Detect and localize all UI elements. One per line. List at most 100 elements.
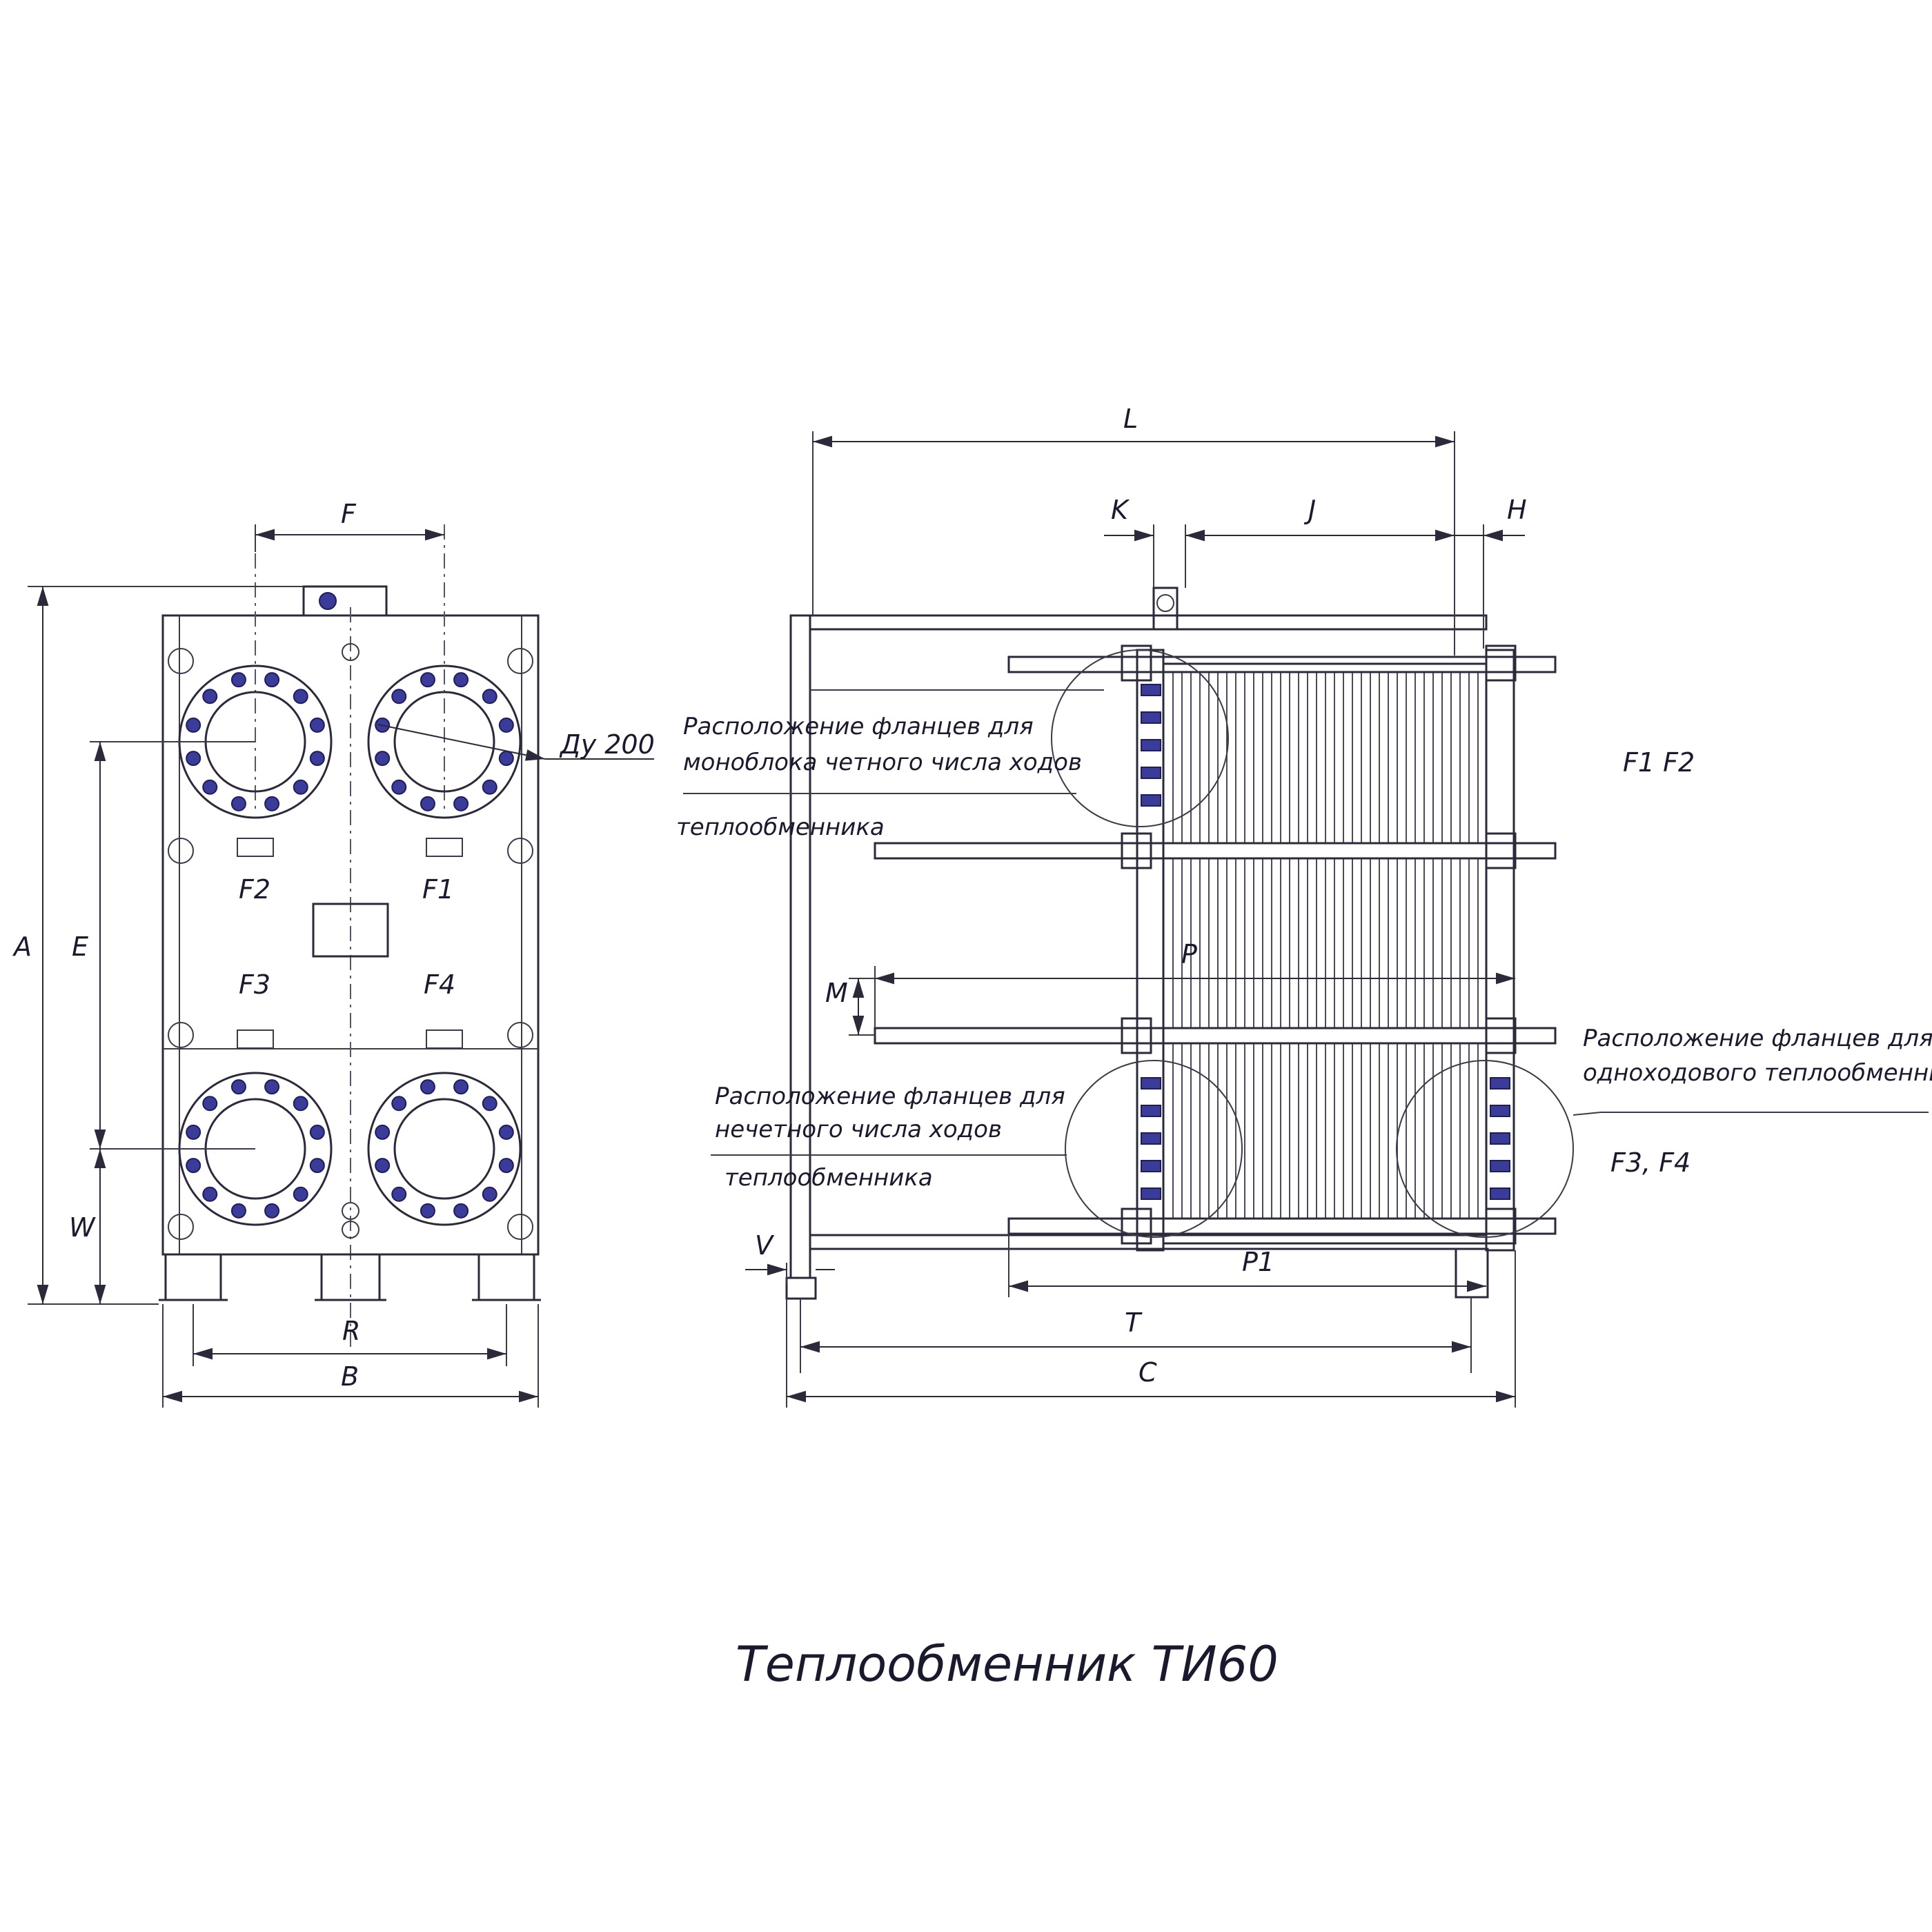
flange-f3f4-label: F3, F4 (1610, 1147, 1690, 1178)
port-label-f1: F1 (422, 874, 454, 905)
tie-bar-nut (1121, 1208, 1152, 1245)
top-lug-bolt (319, 592, 337, 610)
flange-bolt (202, 689, 218, 704)
flange-bolt (498, 717, 514, 733)
side-bolt (1141, 739, 1161, 751)
plate-pack-outline (1162, 662, 1488, 1245)
side-bolt (1141, 1187, 1161, 1200)
tie-bar-bottom (1007, 1217, 1557, 1235)
flange-bolt (202, 1096, 218, 1112)
flange-bolt (453, 796, 469, 811)
tie-bar-nut (1485, 1017, 1517, 1054)
frame-nut (507, 1022, 533, 1048)
side-flange-bolts (1141, 684, 1510, 1200)
side-bolt (1490, 1077, 1510, 1090)
slot-f2 (237, 838, 274, 857)
flange-bolts (186, 672, 514, 1219)
flange-bolt (498, 751, 514, 767)
dim-p1-label: P1 (1242, 1247, 1274, 1277)
flange-bolt (420, 1203, 435, 1219)
nominal-diameter-label: Ду 200 (559, 729, 655, 760)
flange-bolt (453, 1203, 469, 1219)
flange-bolt (309, 751, 325, 767)
frame-nut (507, 1214, 533, 1240)
leg-left (164, 1253, 222, 1301)
dim-b-label: B (341, 1361, 359, 1392)
callout-circle-single (1396, 1060, 1574, 1238)
lifting-eye-hole (1156, 594, 1174, 612)
tie-bar-mid-upper (874, 842, 1557, 860)
dim-h-label: H (1507, 495, 1527, 525)
flange-bolt (186, 1124, 201, 1140)
leader-single (1573, 1112, 1601, 1116)
flange-bolt (498, 1124, 514, 1140)
note-even-line-3: теплообменника (676, 814, 885, 841)
side-bolt (1141, 1077, 1161, 1090)
flange-bolt (309, 717, 325, 733)
flange-bolt (375, 751, 391, 767)
flange-bolt (202, 779, 218, 795)
frame-nut (342, 1221, 359, 1239)
flange-bolt (202, 1186, 218, 1202)
flange-bolt (264, 1079, 280, 1095)
flange-bolt (264, 672, 280, 688)
drawing-title: Теплообменник ТИ60 (736, 1636, 1279, 1693)
rear-leg (1455, 1248, 1489, 1299)
tie-bar-nut (1485, 832, 1517, 869)
flange-bolt (309, 1124, 325, 1140)
flange-bolt (453, 672, 469, 688)
flange-bolt (186, 751, 201, 767)
flange-bolt (482, 1096, 497, 1112)
note-even-line-1: Расположение фланцев для (683, 713, 1034, 740)
dim-p-label: P (1181, 939, 1197, 969)
flange-bolt (293, 1186, 308, 1202)
flange-bolt (264, 796, 280, 811)
flange-bolt (293, 1096, 308, 1112)
flange-f4-bottom-right (367, 1072, 522, 1226)
tie-bar-nut (1485, 644, 1517, 682)
tie-bar-nut (1121, 832, 1152, 869)
flange-bolt (482, 779, 497, 795)
dim-r-label: R (342, 1316, 360, 1346)
frame-nut (507, 648, 533, 674)
side-bolt (1141, 684, 1161, 696)
flange-bore (393, 1098, 495, 1200)
side-bolt (1490, 1105, 1510, 1117)
flange-bolt (309, 1158, 325, 1174)
dim-m-label: M (825, 978, 848, 1008)
side-bolt (1141, 1105, 1161, 1117)
note-odd-line-1: Расположение фланцев для (715, 1083, 1065, 1110)
side-bolt (1490, 1132, 1510, 1145)
tie-bar-nut (1121, 1017, 1152, 1054)
note-odd-line-2: нечетного числа ходов (715, 1116, 1002, 1143)
flange-bolt (230, 1203, 246, 1219)
flange-f1-top-right (367, 664, 522, 819)
flange-bolt (391, 779, 407, 795)
tie-bar-nuts (1121, 644, 1517, 1245)
dim-w-label: W (69, 1212, 96, 1243)
top-lug (302, 585, 388, 617)
side-view: Расположение фланцев для моноблока четно… (676, 404, 1932, 1408)
flange-bolt (293, 779, 308, 795)
frame-nut (342, 1202, 359, 1220)
lifting-eye (1152, 586, 1179, 631)
note-single-line-1: Расположение фланцев для (1583, 1025, 1932, 1052)
flange-bolt (230, 1079, 246, 1095)
dim-c-label: C (1138, 1357, 1157, 1388)
flange-bolt (375, 1124, 391, 1140)
dim-v-label: V (755, 1230, 775, 1261)
plate-pack (1162, 662, 1488, 1245)
dim-j-label: J (1303, 495, 1316, 525)
flange-bolt (186, 717, 201, 733)
note-odd-line-3: теплообменника (724, 1164, 933, 1192)
tie-bar-nut (1121, 644, 1152, 682)
leg-right (477, 1253, 535, 1301)
flange-bolt (230, 796, 246, 811)
side-bolt (1141, 1132, 1161, 1145)
tie-bar-nut (1485, 1208, 1517, 1245)
frame-nut (168, 838, 194, 864)
frame-nuts (168, 643, 533, 1240)
slot-f1 (426, 838, 463, 857)
slot-f4 (426, 1029, 463, 1049)
